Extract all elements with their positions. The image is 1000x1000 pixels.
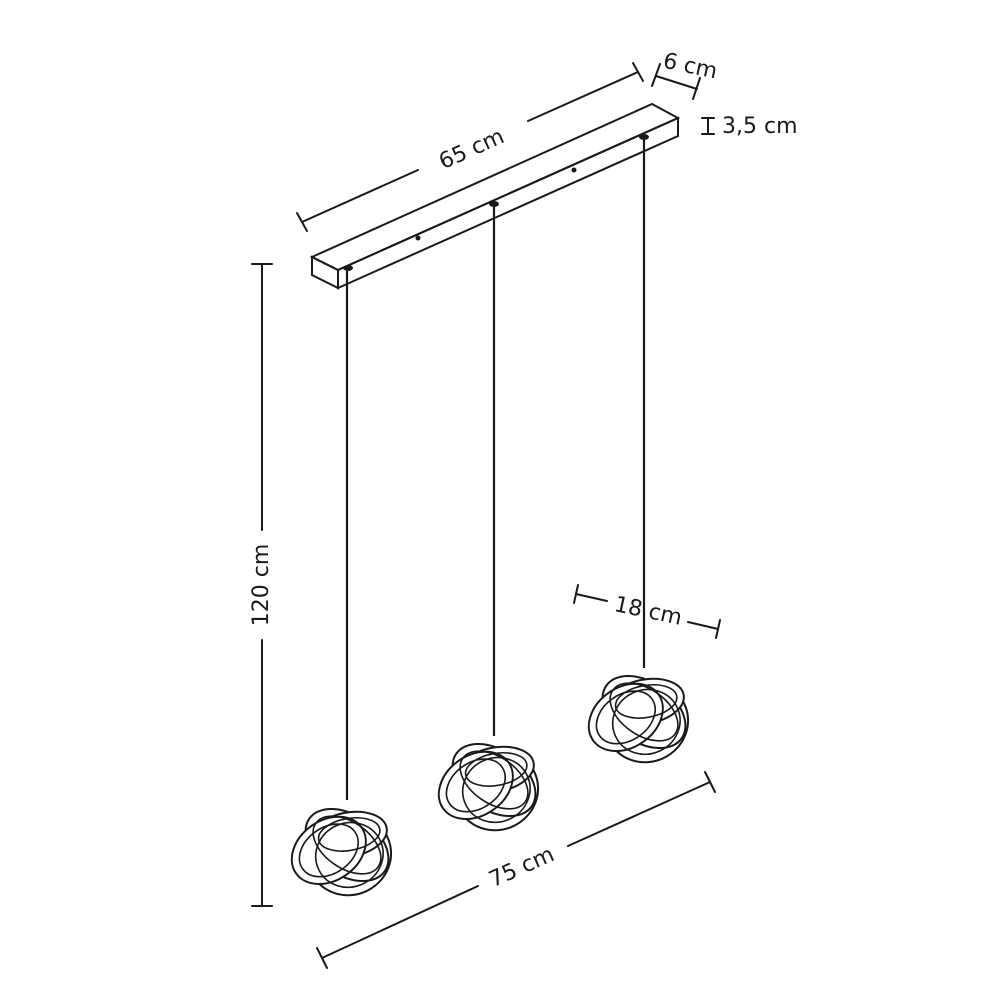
dimension-canopy-height: 3,5 cm <box>701 114 798 139</box>
label-canopy-length: 65 cm <box>435 124 508 175</box>
label-shade-diameter: 18 cm <box>612 592 684 631</box>
pendant-shade-right <box>587 674 690 764</box>
label-total-width: 75 cm <box>485 842 558 893</box>
canopy <box>309 102 681 290</box>
dimension-shade-diameter: 18 cm <box>573 584 721 639</box>
cords <box>345 139 646 800</box>
pendant-shade-left <box>290 807 393 897</box>
dimension-drop-height: 120 cm <box>249 263 274 907</box>
dimension-canopy-length: 65 cm <box>296 62 644 232</box>
label-canopy-height: 3,5 cm <box>722 114 798 139</box>
pendant-shade-middle <box>437 742 540 832</box>
label-canopy-depth: 6 cm <box>661 49 720 85</box>
dimension-canopy-depth: 6 cm <box>651 49 720 100</box>
label-drop-height: 120 cm <box>249 544 274 627</box>
